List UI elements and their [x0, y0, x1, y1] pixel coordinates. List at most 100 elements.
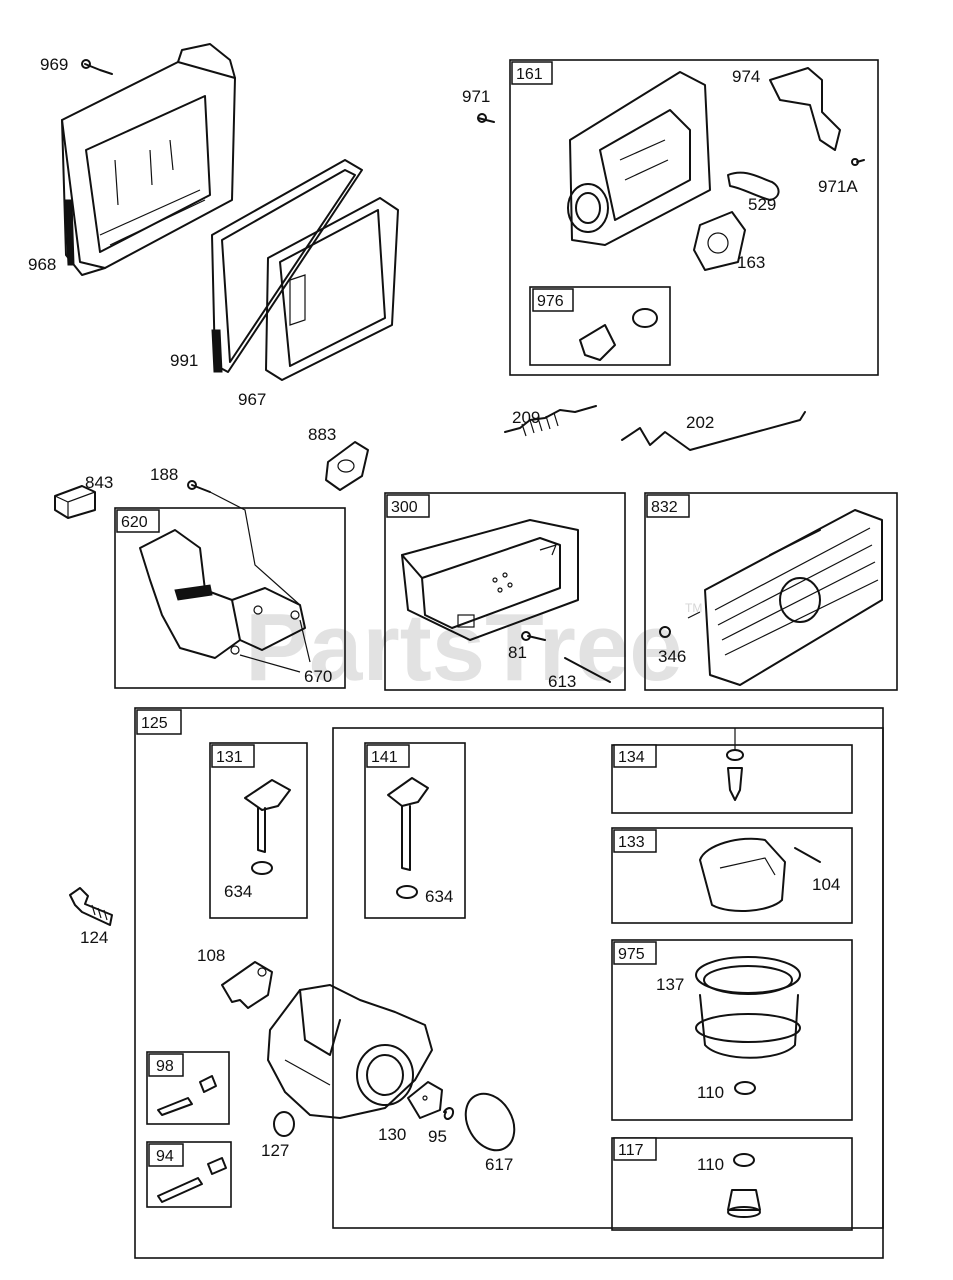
hose-529 — [727, 171, 780, 201]
cap-127 — [273, 1111, 295, 1137]
box-label-976: 976 — [537, 293, 564, 310]
callout-81: 81 — [508, 643, 527, 662]
gasket-967 — [265, 197, 399, 381]
box-98 — [146, 1051, 230, 1125]
callout-163: 163 — [737, 253, 765, 272]
leader-670 — [239, 619, 311, 673]
muffler-300 — [401, 519, 579, 641]
box-label-161: 161 — [516, 66, 543, 83]
screw-188 — [187, 480, 301, 606]
air-cleaner-base-968 — [61, 43, 236, 276]
callout-137: 137 — [656, 975, 684, 994]
callout-188: 188 — [150, 465, 178, 484]
box-117 — [611, 1137, 853, 1231]
callout-634-a: 634 — [224, 882, 252, 901]
callout-883: 883 — [308, 425, 336, 444]
box-label-117: 117 — [618, 1142, 644, 1159]
box-131 — [209, 742, 308, 919]
box-125 — [134, 707, 884, 1259]
o-ring-617 — [464, 1092, 516, 1152]
box-label-620: 620 — [121, 514, 148, 531]
box-label-141: 141 — [371, 749, 398, 766]
box-976 — [529, 286, 671, 366]
diaphragm-130 — [407, 1081, 443, 1119]
carburetor-body — [267, 984, 433, 1119]
muffler-guard-832 — [704, 509, 883, 686]
callout-130: 130 — [378, 1125, 406, 1144]
fitting-124 — [69, 887, 113, 926]
box-label-134: 134 — [618, 749, 645, 766]
cover-161 — [567, 71, 711, 246]
box-label-131: 131 — [216, 749, 243, 766]
spring-95 — [443, 1107, 454, 1120]
callout-104: 104 — [812, 875, 840, 894]
screw-346 — [659, 611, 701, 638]
callout-843: 843 — [85, 473, 113, 492]
float-bowl-975 — [695, 956, 801, 1095]
callout-108: 108 — [197, 946, 225, 965]
pin-104 — [794, 847, 821, 863]
box-161 — [509, 59, 879, 376]
callout-968: 968 — [28, 255, 56, 274]
callout-209: 209 — [512, 408, 540, 427]
box-label-300: 300 — [391, 499, 418, 516]
bowl-nut-117 — [727, 1153, 761, 1218]
box-label-98: 98 — [156, 1058, 174, 1075]
callout-971a: 971A — [818, 177, 858, 196]
callout-110-b: 110 — [697, 1155, 724, 1174]
shaft-141 — [387, 777, 429, 899]
gasket-108 — [221, 961, 273, 1009]
pin-613 — [564, 657, 611, 683]
callout-634-b: 634 — [425, 887, 453, 906]
callout-991: 991 — [170, 351, 198, 370]
screw-94 — [157, 1157, 227, 1203]
screw-969 — [81, 59, 113, 75]
callout-95: 95 — [428, 1127, 447, 1146]
box-94 — [146, 1141, 232, 1208]
float-133 — [699, 837, 786, 912]
box-133 — [611, 827, 853, 924]
box-141 — [364, 742, 466, 919]
callout-202: 202 — [686, 413, 714, 432]
bracket-974 — [769, 67, 841, 151]
control-bracket-620 — [139, 529, 306, 659]
callout-127: 127 — [261, 1141, 289, 1160]
needle-134 — [726, 728, 744, 801]
screw-81 — [521, 631, 546, 641]
box-300 — [384, 492, 626, 691]
screw-971 — [477, 113, 495, 123]
gasket-883 — [325, 441, 369, 491]
callout-529: 529 — [748, 195, 776, 214]
box-975 — [611, 939, 853, 1121]
box-label-975: 975 — [618, 946, 645, 963]
callout-670: 670 — [304, 667, 332, 686]
callout-613: 613 — [548, 672, 576, 691]
screw-971a — [851, 158, 865, 166]
callout-617: 617 — [485, 1155, 513, 1174]
box-label-94: 94 — [156, 1148, 174, 1165]
callout-974: 974 — [732, 67, 760, 86]
box-label-125: 125 — [141, 715, 168, 732]
callout-971: 971 — [462, 87, 490, 106]
shaft-131 — [244, 779, 291, 875]
block-843 — [54, 485, 96, 519]
box-label-832: 832 — [651, 499, 678, 516]
box-label-133: 133 — [618, 834, 645, 851]
gasket-163 — [693, 211, 746, 271]
callout-110-a: 110 — [697, 1083, 724, 1102]
callout-346: 346 — [658, 647, 686, 666]
parts-976 — [579, 308, 658, 361]
box-134 — [611, 744, 853, 814]
air-filter-991 — [211, 159, 363, 373]
link-202 — [621, 411, 806, 451]
callout-124: 124 — [80, 928, 108, 947]
box-832 — [644, 492, 898, 691]
watermark: PartsTree — [245, 594, 683, 701]
box-125-inner — [332, 727, 884, 1229]
box-620 — [114, 507, 346, 689]
callout-967: 967 — [238, 390, 266, 409]
callout-969: 969 — [40, 55, 68, 74]
spring-209 — [504, 405, 597, 437]
